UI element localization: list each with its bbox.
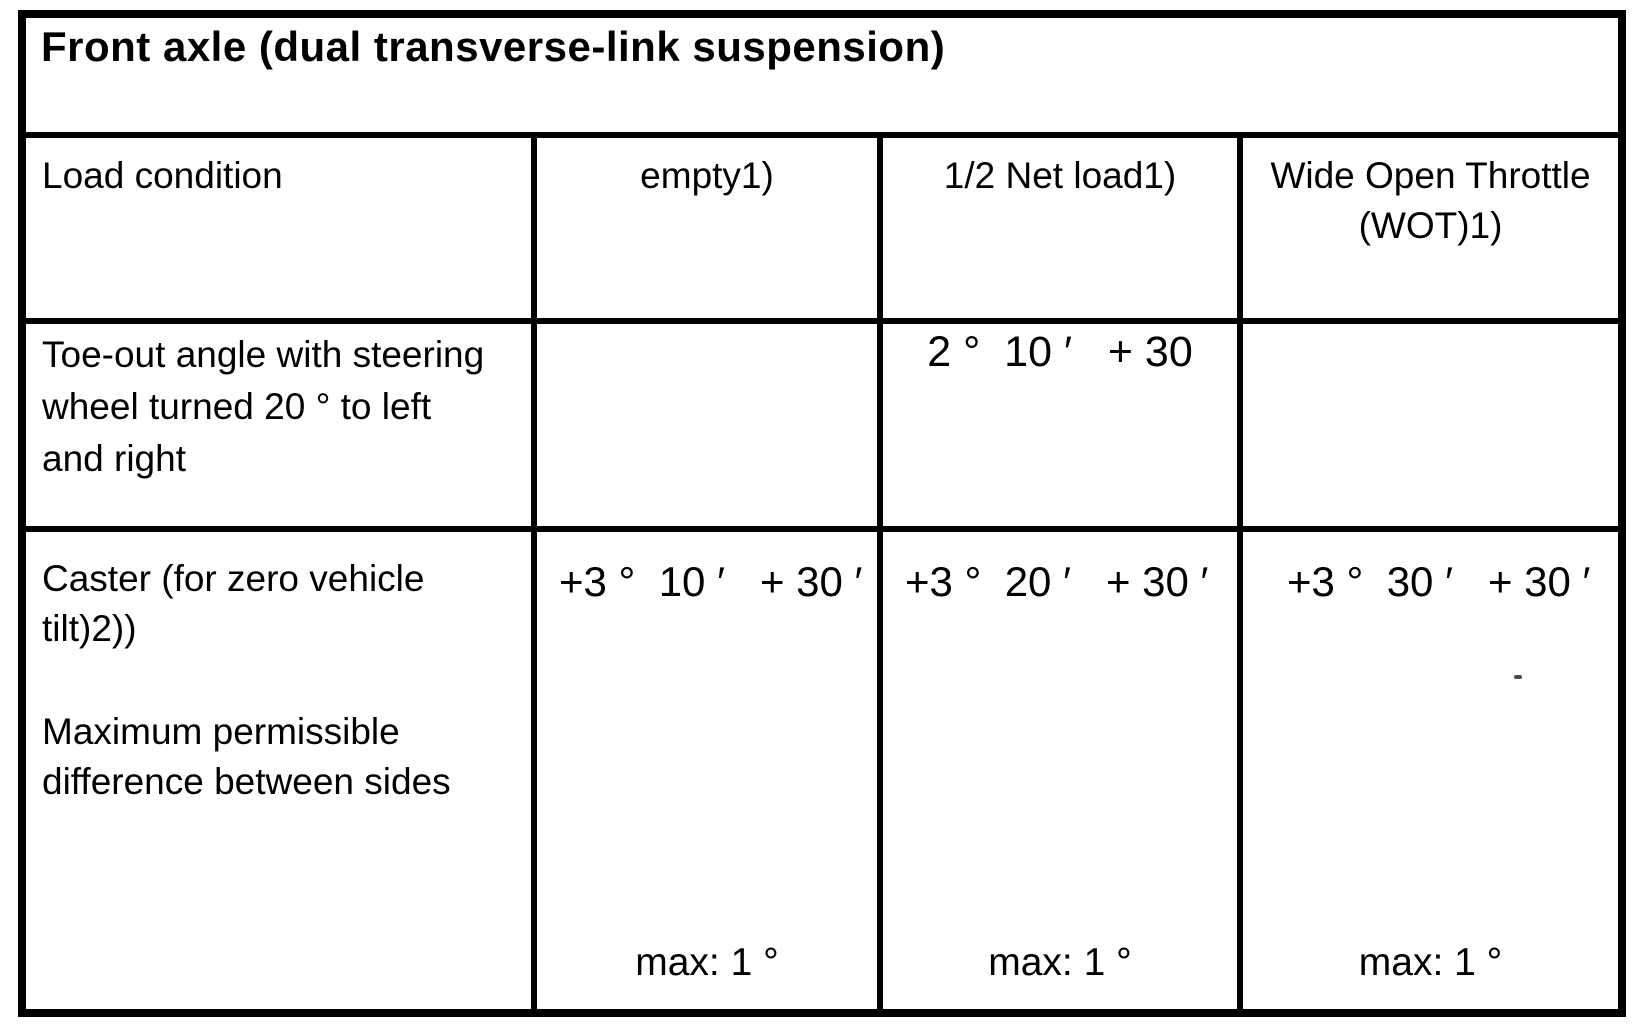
caster-cell-content: +3 ° 20 ′ + 30 ′ max: 1 ° — [886, 535, 1234, 1005]
caster-row: Caster (for zero vehicle tilt)2)) Maximu… — [18, 526, 1627, 1017]
caster-value-wot: +3 ° 30 ′ + 30 ′ — [1287, 558, 1591, 605]
toe-out-label: Toe-out angle with steering wheel turned… — [18, 318, 537, 532]
caster-max-half-net-load: max: 1 ° — [988, 941, 1132, 984]
table-header-row: Load condition empty1) 1/2 Net load1) Wi… — [18, 132, 1627, 324]
header-load-condition: Load condition — [18, 132, 537, 324]
toe-out-value-half-net-load: 2 ° 10 ′ + 30 — [877, 318, 1243, 532]
header-col-wot: Wide Open Throttle (WOT)1) — [1236, 132, 1627, 324]
caster-cell-half-net-load: +3 ° 20 ′ + 30 ′ max: 1 ° — [877, 526, 1243, 1017]
toe-out-row: Toe-out angle with steering wheel turned… — [18, 318, 1627, 532]
caster-label: Caster (for zero vehicle tilt)2)) — [42, 558, 425, 650]
caster-label-cell: Caster (for zero vehicle tilt)2)) Maximu… — [18, 526, 537, 1017]
caster-cell-wot: +3 ° 30 ′ + 30 ′ max: 1 ° — [1236, 526, 1627, 1017]
caster-value-empty-load: +3 ° 10 ′ + 30 ′ — [559, 558, 863, 605]
front-axle-spec-table: Front axle (dual transverse-link suspens… — [17, 10, 1627, 1017]
caster-max-wot: max: 1 ° — [1358, 941, 1503, 984]
caster-value-half-net-load: +3 ° 20 ′ + 30 ′ — [905, 558, 1209, 605]
caster-max-empty-load: max: 1 ° — [635, 941, 779, 984]
table-title-row: Front axle (dual transverse-link suspens… — [17, 10, 1627, 138]
max-difference-label: Maximum permissible difference between s… — [42, 710, 451, 802]
toe-out-value-empty-load — [531, 318, 883, 532]
table-title: Front axle (dual transverse-link suspens… — [17, 10, 1627, 138]
header-col-half-net-load: 1/2 Net load1) — [877, 132, 1243, 324]
header-col-empty: empty1) — [531, 132, 883, 324]
scan-artifact-dot — [1514, 675, 1522, 679]
caster-cell-empty-load: +3 ° 10 ′ + 30 ′ max: 1 ° — [531, 526, 883, 1017]
caster-cell-content: +3 ° 30 ′ + 30 ′ max: 1 ° — [1246, 535, 1614, 1005]
caster-cell-content: +3 ° 10 ′ + 30 ′ max: 1 ° — [540, 535, 874, 1005]
toe-out-value-wot — [1236, 318, 1627, 532]
